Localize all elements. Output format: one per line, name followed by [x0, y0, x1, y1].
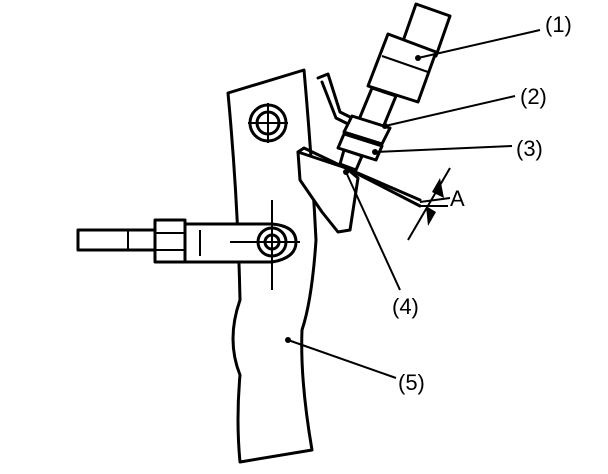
callout-2-label: (2) [520, 84, 547, 109]
dimension-a [407, 167, 451, 241]
dimension-a-label: A [450, 186, 465, 211]
stopper-bolt [336, 2, 452, 172]
callout-5-label: (5) [398, 370, 425, 395]
callout-4-label: (4) [392, 294, 419, 319]
leader-lines [285, 29, 541, 379]
callout-1-label: (1) [545, 12, 572, 37]
tie-rod [76, 200, 300, 290]
callout-3-label: (3) [516, 136, 543, 161]
